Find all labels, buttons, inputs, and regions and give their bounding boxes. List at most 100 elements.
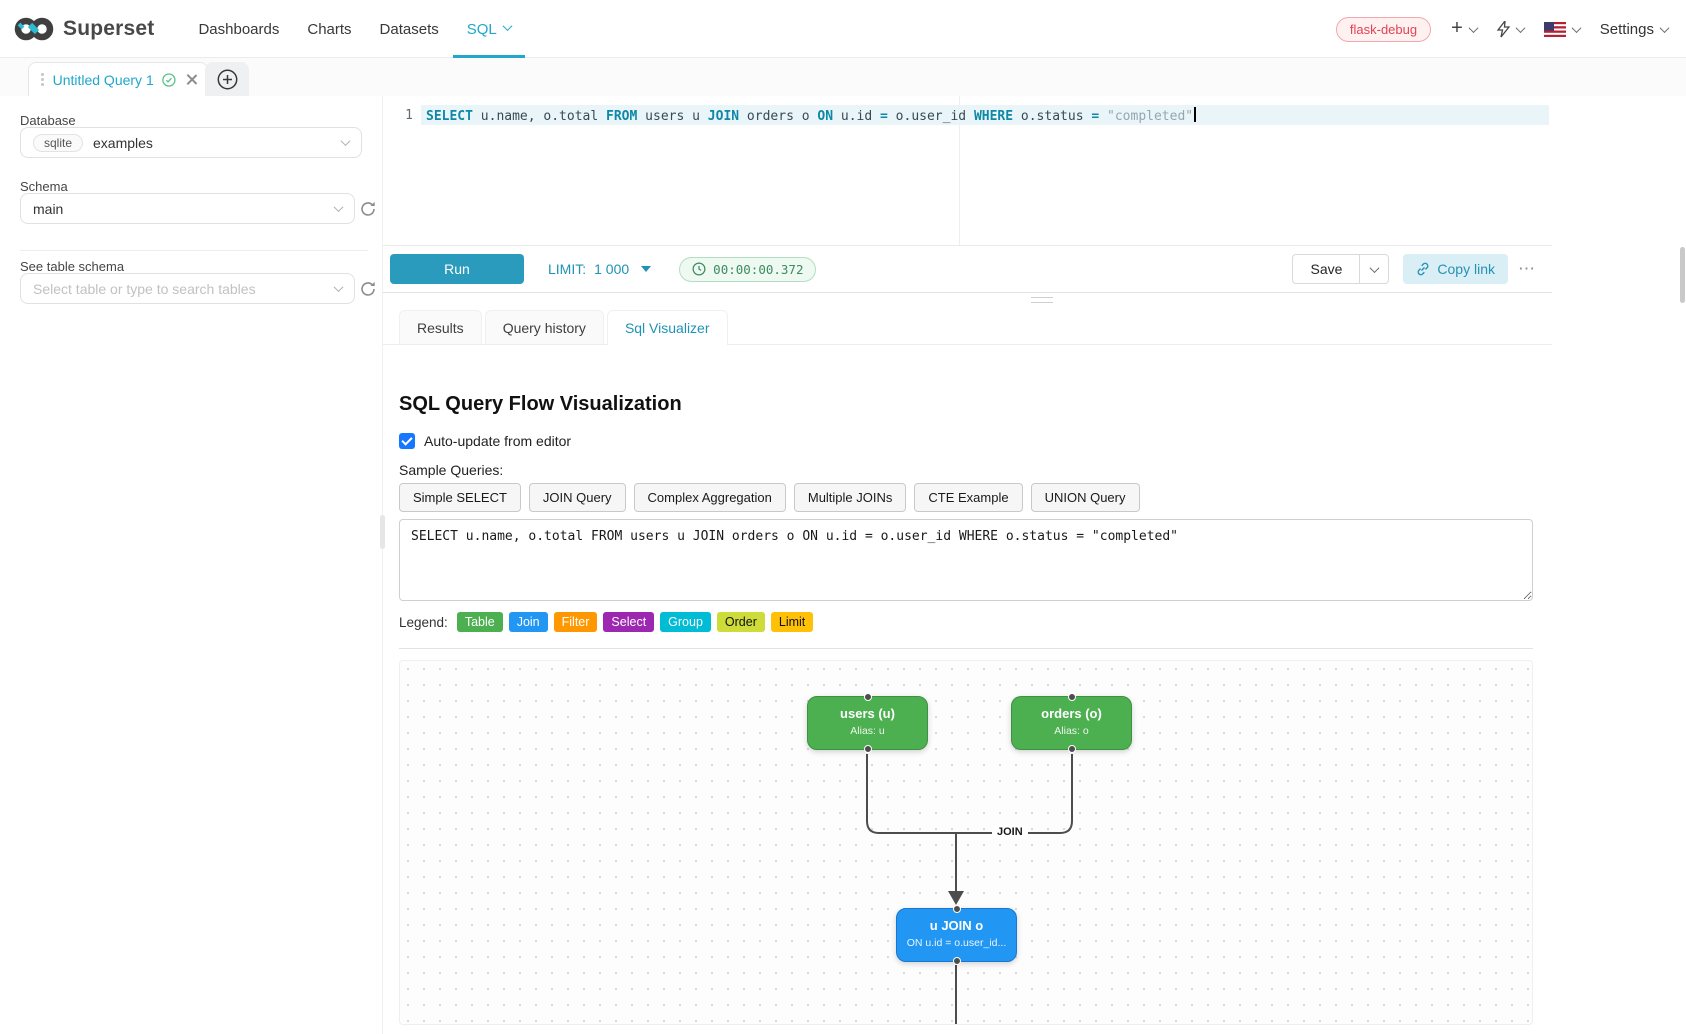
sample-query-cte[interactable]: CTE Example [914, 483, 1023, 512]
chevron-down-icon [1571, 22, 1582, 33]
schema-select[interactable]: main [20, 193, 355, 224]
editor-toolbar: Run LIMIT: 1 000 00:00:00.372 Save Copy … [383, 246, 1552, 293]
sql-token: JOIN [707, 109, 740, 124]
sample-query-simple-select[interactable]: Simple SELECT [399, 483, 521, 512]
query-search-menu[interactable] [1496, 20, 1526, 38]
sidebar-resize-handle[interactable] [380, 515, 385, 549]
copy-link-button[interactable]: Copy link [1403, 254, 1508, 284]
chevron-down-icon [333, 282, 344, 293]
legend: Legend: Table Join Filter Select Group O… [399, 612, 814, 632]
sql-code-line: SELECT u.name, o.total FROM users u JOIN… [426, 107, 1196, 124]
node-handle[interactable] [863, 693, 872, 701]
sample-query-complex-aggregation[interactable]: Complex Aggregation [633, 483, 786, 512]
text-cursor [1194, 107, 1196, 122]
active-line-highlight [421, 105, 1549, 125]
flow-edges [866, 754, 1073, 1024]
database-label: Database [20, 113, 76, 128]
chevron-down-icon [1468, 22, 1479, 33]
more-actions-button[interactable]: ⋯ [1518, 259, 1536, 278]
tab-query-history[interactable]: Query history [484, 310, 604, 344]
nav-item-sql[interactable]: SQL [452, 0, 525, 58]
check-circle-icon [161, 72, 176, 87]
sql-token: SELECT [426, 109, 473, 124]
flow-canvas[interactable]: JOIN users (u) Alias: u orders (o) Alias… [399, 660, 1533, 1025]
checkbox-checked-icon[interactable] [399, 433, 415, 449]
refresh-schemas-button[interactable] [359, 200, 377, 218]
sql-text-input[interactable]: SELECT u.name, o.total FROM users u JOIN… [399, 519, 1533, 601]
drag-handle-icon[interactable] [41, 73, 44, 86]
pane-resize-handle[interactable] [1031, 297, 1053, 303]
legend-chip-join: Join [508, 612, 548, 632]
new-item-menu[interactable]: + [1451, 18, 1479, 38]
link-icon [1417, 262, 1429, 276]
sample-query-buttons: Simple SELECT JOIN Query Complex Aggrega… [399, 483, 1140, 512]
tab-results[interactable]: Results [399, 310, 482, 344]
sql-token: = [1091, 109, 1100, 124]
query-timer: 00:00:00.372 [679, 256, 817, 282]
node-handle[interactable] [1067, 745, 1076, 753]
sample-query-union[interactable]: UNION Query [1030, 483, 1140, 512]
legend-chip-limit: Limit [770, 612, 814, 632]
sql-token: WHERE [973, 109, 1014, 124]
sql-token: o.status [1013, 109, 1092, 124]
save-options-button[interactable] [1360, 255, 1388, 283]
legend-chip-group: Group [660, 612, 711, 632]
node-handle[interactable] [952, 905, 961, 913]
clock-icon [692, 262, 706, 276]
nav-item-charts[interactable]: Charts [307, 20, 352, 38]
refresh-icon [361, 201, 375, 216]
sql-token: ON [817, 109, 834, 124]
node-handle[interactable] [863, 745, 872, 753]
sql-token [1099, 109, 1107, 124]
plus-circle-icon [217, 69, 237, 89]
sql-token: "completed" [1107, 109, 1194, 124]
sql-token: u.name, o.total [472, 109, 607, 124]
close-icon[interactable] [186, 74, 195, 85]
print-margin-line [959, 96, 960, 245]
legend-chip-order: Order [716, 612, 765, 632]
tab-sql-visualizer[interactable]: Sql Visualizer [606, 310, 728, 345]
limit-dropdown[interactable]: LIMIT: 1 000 [548, 261, 652, 277]
sample-query-join[interactable]: JOIN Query [528, 483, 626, 512]
node-handle[interactable] [1067, 693, 1076, 701]
scrollbar-thumb[interactable] [1680, 247, 1685, 303]
settings-menu[interactable]: Settings [1600, 21, 1670, 38]
table-schema-label: See table schema [20, 259, 125, 274]
sql-token: orders o [739, 109, 818, 124]
section-divider [399, 648, 1533, 649]
flow-node-orders[interactable]: orders (o) Alias: o [1011, 693, 1132, 753]
save-button[interactable]: Save [1293, 255, 1361, 283]
sample-query-multiple-joins[interactable]: Multiple JOINs [793, 483, 907, 512]
nav-item-datasets[interactable]: Datasets [379, 20, 439, 38]
refresh-tables-button[interactable] [359, 280, 377, 298]
table-select[interactable]: Select table or type to search tables [20, 273, 355, 304]
superset-logo[interactable]: Superset [14, 15, 154, 43]
chevron-down-icon [502, 21, 513, 32]
south-pane-tabs: Results Query history Sql Visualizer [383, 310, 1552, 345]
auto-update-toggle[interactable]: Auto-update from editor [399, 433, 571, 449]
sql-token: FROM [606, 109, 638, 124]
us-flag-icon [1543, 21, 1566, 37]
chevron-down-icon [340, 136, 351, 147]
lightning-icon [1496, 20, 1510, 37]
sql-editor[interactable]: 1 SELECT u.name, o.total FROM users u JO… [383, 96, 1552, 246]
flow-node-users[interactable]: users (u) Alias: u [807, 693, 928, 753]
caret-down-icon [641, 266, 652, 272]
query-tab-untitled[interactable]: Untitled Query 1 [28, 62, 208, 96]
brand-text: Superset [63, 17, 155, 40]
language-picker[interactable] [1543, 21, 1582, 37]
legend-chip-filter: Filter [553, 612, 598, 632]
add-query-tab-button[interactable] [205, 62, 249, 96]
chevron-down-icon [1515, 22, 1526, 33]
nav-item-dashboards[interactable]: Dashboards [198, 20, 280, 38]
run-button[interactable]: Run [390, 254, 524, 284]
superset-infinity-icon [14, 17, 54, 41]
sql-token: users u [637, 109, 708, 124]
sidebar-divider [20, 250, 368, 251]
node-handle[interactable] [952, 957, 961, 965]
database-select[interactable]: sqlite examples [20, 127, 362, 158]
sample-queries-label: Sample Queries: [399, 462, 504, 478]
save-split-button: Save [1292, 254, 1390, 284]
sqllab-sidebar: Database sqlite examples Schema main See… [0, 96, 385, 1034]
flow-node-join[interactable]: u JOIN o ON u.id = o.user_id... [896, 905, 1017, 965]
